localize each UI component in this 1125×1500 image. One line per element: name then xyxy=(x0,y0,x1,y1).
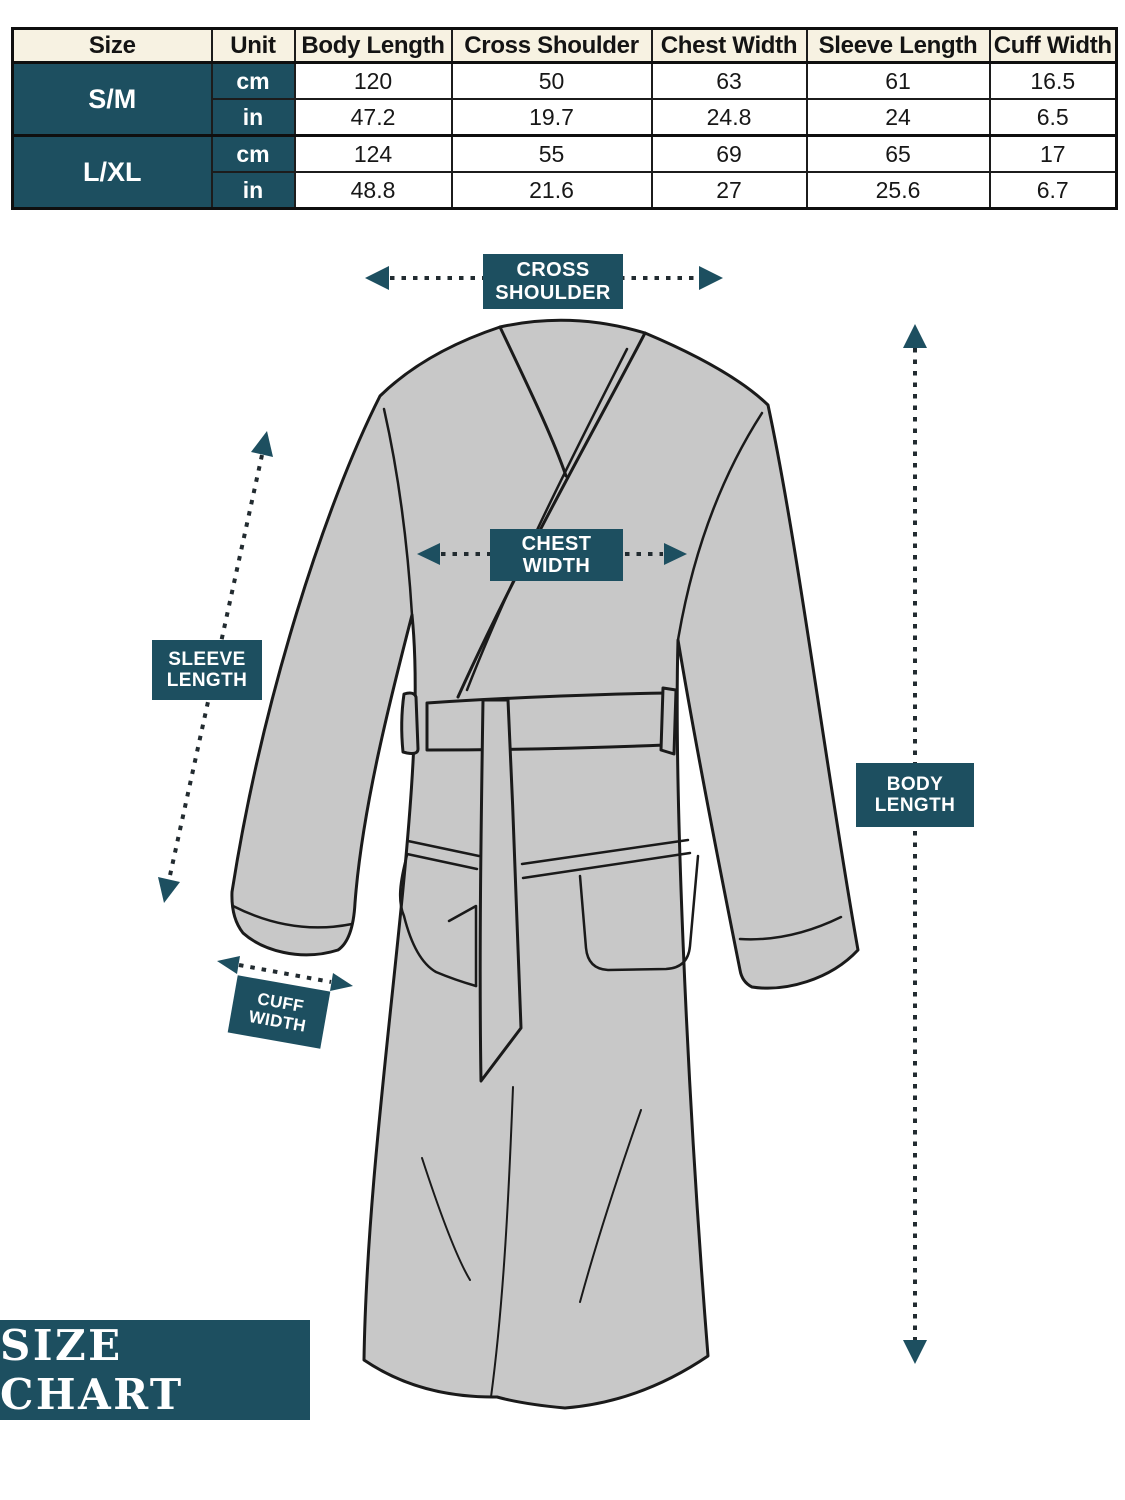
value-cell: 69 xyxy=(650,134,808,173)
cuff-width-arrow-line xyxy=(238,963,332,984)
arrowhead xyxy=(664,543,687,565)
robe-illustration xyxy=(230,318,860,1410)
right-lapel-outer xyxy=(456,331,647,699)
body-length-label: BODY LENGTH xyxy=(856,763,974,827)
value-cell: 55 xyxy=(450,134,653,173)
left-lapel-edge xyxy=(498,325,568,478)
table-header-row: Size Unit Body Length Cross Shoulder Che… xyxy=(11,27,1118,64)
belt-tie xyxy=(478,698,523,1083)
left-pocket xyxy=(398,839,481,988)
arrowhead xyxy=(330,973,353,991)
arrowhead xyxy=(217,956,240,974)
chest-width-label: CHEST WIDTH xyxy=(490,529,623,581)
size-chart-caption: SIZE CHART xyxy=(0,1320,310,1420)
robe-body-outline xyxy=(230,318,860,1410)
value-cell: 50 xyxy=(450,61,653,100)
size-label-lxl: L/XL xyxy=(11,134,213,210)
col-header-cross-shoulder: Cross Shoulder xyxy=(450,27,653,64)
value-cell: 27 xyxy=(650,171,808,210)
cross-shoulder-label: CROSS SHOULDER xyxy=(483,254,623,309)
value-cell: 65 xyxy=(805,134,991,173)
arrowhead xyxy=(251,431,273,457)
arrowhead xyxy=(417,543,440,565)
unit-cell: in xyxy=(210,98,296,137)
value-cell: 21.6 xyxy=(450,171,653,210)
value-cell: 48.8 xyxy=(293,171,453,210)
value-cell: 6.7 xyxy=(988,171,1118,210)
col-header-size: Size xyxy=(11,27,213,64)
value-cell: 6.5 xyxy=(988,98,1118,137)
value-cell: 24 xyxy=(805,98,991,137)
value-cell: 19.7 xyxy=(450,98,653,137)
right-lapel-inner xyxy=(465,347,629,692)
skirt-folds xyxy=(421,1086,642,1398)
right-pocket xyxy=(520,838,700,972)
table-row: in 47.2 19.7 24.8 24 6.5 xyxy=(13,98,1118,137)
size-label-sm: S/M xyxy=(11,61,213,137)
size-table: Size Unit Body Length Cross Shoulder Che… xyxy=(11,27,1118,210)
value-cell: 47.2 xyxy=(293,98,453,137)
arrowhead xyxy=(158,877,180,903)
col-header-unit: Unit xyxy=(210,27,296,64)
value-cell: 120 xyxy=(293,61,453,100)
belt-loop-left xyxy=(400,691,420,755)
unit-cell: cm xyxy=(210,134,296,173)
col-header-cuff-width: Cuff Width xyxy=(988,27,1118,64)
col-header-sleeve-length: Sleeve Length xyxy=(805,27,991,64)
value-cell: 25.6 xyxy=(805,171,991,210)
arrowhead xyxy=(903,324,927,348)
value-cell: 63 xyxy=(650,61,808,100)
sleeve-length-label: SLEEVE LENGTH xyxy=(152,640,262,700)
value-cell: 124 xyxy=(293,134,453,173)
belt-loop-right xyxy=(659,686,678,756)
col-header-body-length: Body Length xyxy=(293,27,453,64)
table-row: L/XL cm 124 55 69 65 17 xyxy=(11,134,1118,210)
right-cuff-seam xyxy=(738,915,843,941)
value-cell: 61 xyxy=(805,61,991,100)
col-header-chest-width: Chest Width xyxy=(650,27,808,64)
arrowheads xyxy=(158,266,927,1364)
arrowhead xyxy=(365,266,389,290)
value-cell: 16.5 xyxy=(988,61,1118,100)
arrowhead xyxy=(903,1340,927,1364)
table-row: S/M cm 120 50 63 61 16.5 xyxy=(11,61,1118,137)
right-armhole-seam xyxy=(676,411,764,642)
value-cell: 24.8 xyxy=(650,98,808,137)
unit-cell: in xyxy=(210,171,296,210)
table-row: in 48.8 21.6 27 25.6 6.7 xyxy=(13,171,1118,210)
arrowhead xyxy=(699,266,723,290)
sleeve-length-arrow-line xyxy=(167,454,264,881)
value-cell: 17 xyxy=(988,134,1118,173)
left-cuff-seam xyxy=(231,904,354,929)
left-armhole-seam xyxy=(382,407,414,617)
unit-cell: cm xyxy=(210,61,296,100)
